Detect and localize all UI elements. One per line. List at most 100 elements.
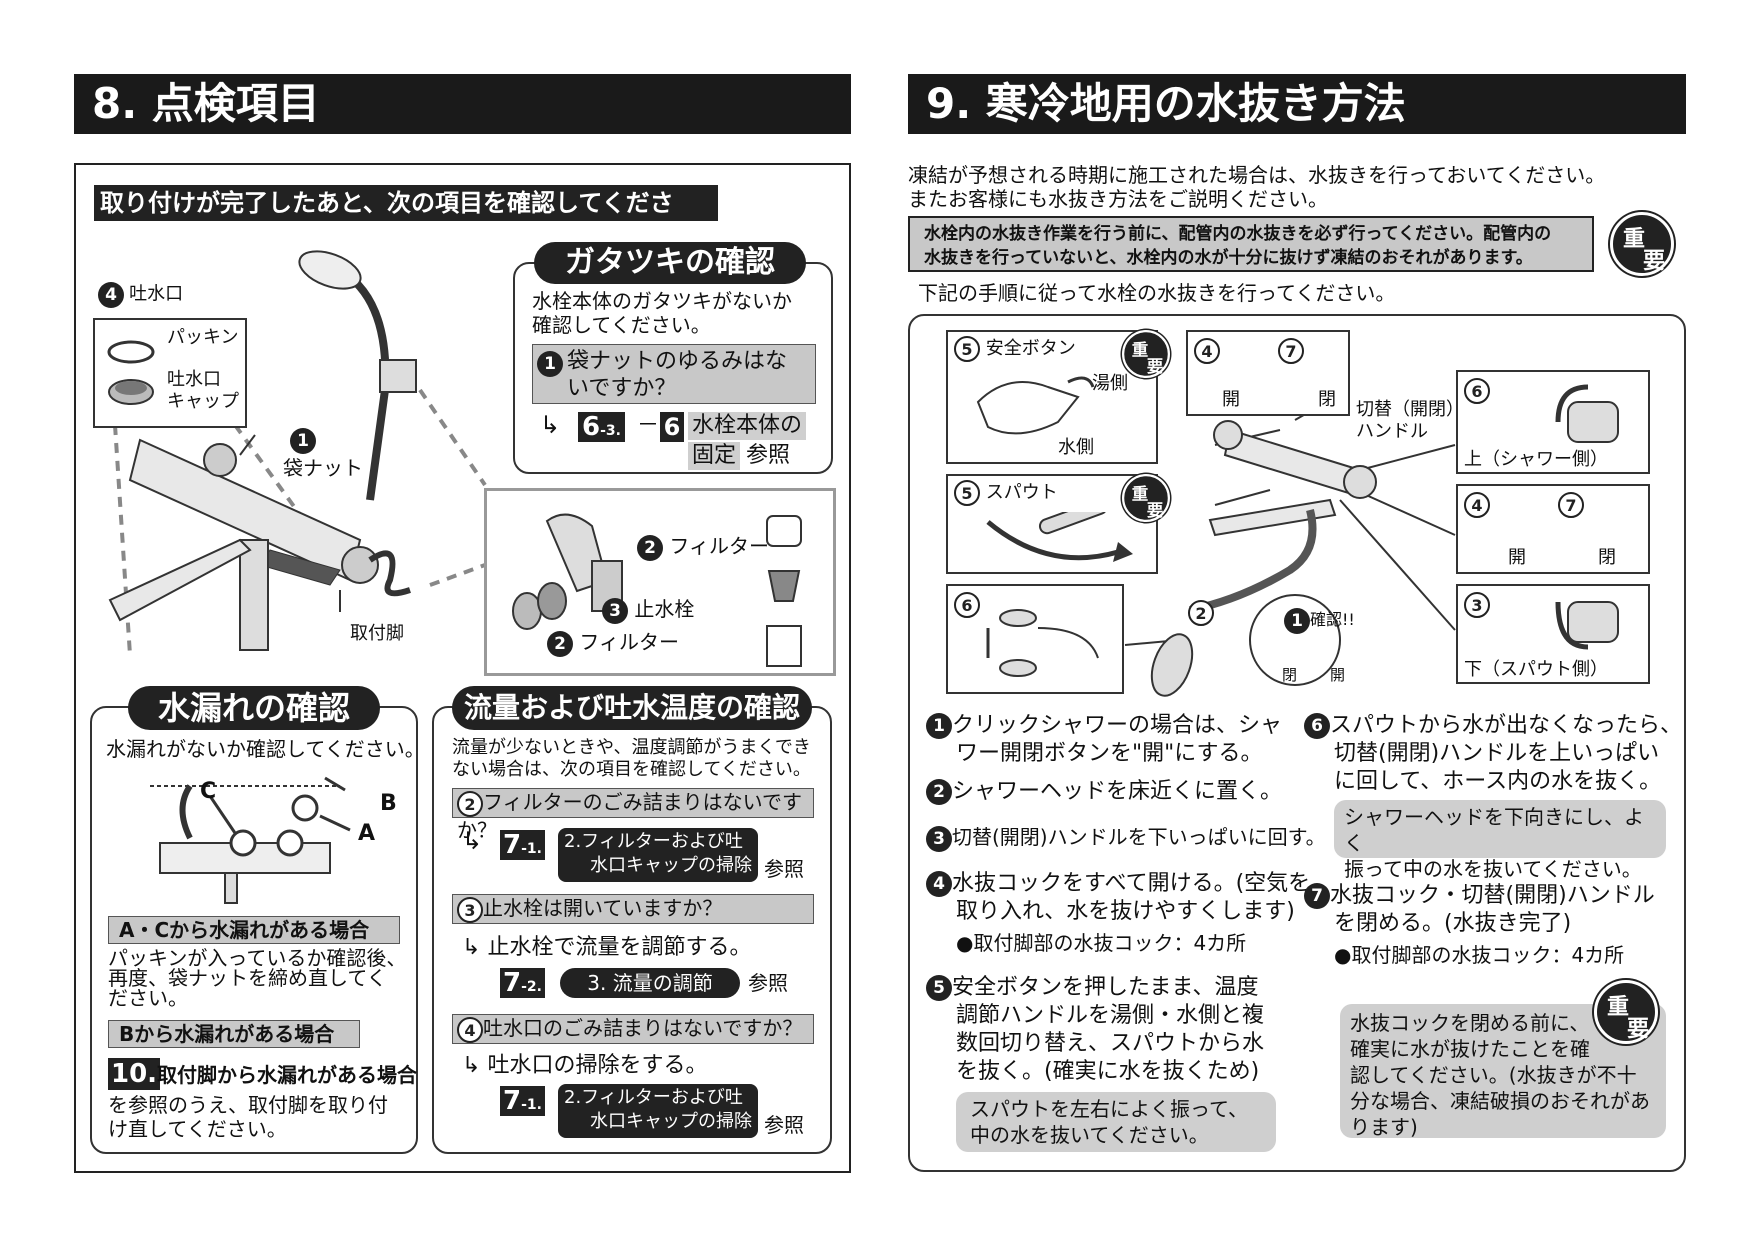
switch-label-1: 切替（開閉） bbox=[1356, 399, 1464, 420]
leg-label: 取付脚 bbox=[350, 623, 404, 644]
spout-label: スパウト bbox=[985, 482, 1058, 503]
leak-case-3-text-1: を参照のうえ、取付脚を取り付 bbox=[108, 1093, 388, 1117]
flow-title: 流量および吐水温度の確認 bbox=[452, 686, 812, 730]
nut-num-badge: 1 bbox=[290, 428, 316, 454]
filter-illustration bbox=[512, 513, 802, 667]
num-3-badge: 3 bbox=[1464, 592, 1490, 618]
handle-down-panel: 3 下（スパウト側） bbox=[1456, 584, 1650, 684]
leak-case-1-text-1: パッキンが入っているか確認後、 bbox=[108, 946, 407, 970]
open-label: 開 bbox=[1330, 666, 1346, 684]
step-4-note: ●取付脚部の水抜コック：4カ所 bbox=[956, 931, 1247, 955]
gatatsuki-question: 1 袋ナットのゆるみはな いですか？ bbox=[532, 344, 816, 404]
num-2-badge: 2 bbox=[1188, 600, 1214, 626]
num-1-badge: 1 bbox=[537, 351, 563, 377]
hand-icon bbox=[976, 376, 1095, 435]
drain-intro-1: 凍結が予想される時期に施工された場合は、水抜きを行っておいてください。 bbox=[908, 163, 1606, 187]
spout-label: 吐水口 bbox=[129, 283, 184, 305]
important-badge: 重要 bbox=[1610, 212, 1674, 276]
num-4-badge: 4 bbox=[98, 282, 124, 308]
flow-q3-see: 参照 bbox=[764, 1113, 804, 1137]
section-8-title: 8. 点検項目 bbox=[74, 74, 851, 134]
step-7-line-2: を閉める。(水抜き完了) bbox=[1334, 911, 1572, 936]
safety-label: 安全ボタン bbox=[985, 338, 1076, 359]
section-9-title: 9. 寒冷地用の水抜き方法 bbox=[908, 74, 1686, 134]
handle-down-icon bbox=[1555, 601, 1619, 650]
cold-label: 水側 bbox=[1058, 437, 1094, 458]
num-5-badge: 5 bbox=[954, 336, 980, 362]
ref-7-2: 7-2. bbox=[500, 968, 545, 998]
down-label: 下（スパウト側） bbox=[1464, 659, 1608, 680]
open-label: 開 bbox=[1508, 547, 1526, 568]
packing-label: パッキン bbox=[167, 327, 239, 348]
step-5-line-3: 数回切り替え、スパウトから水 bbox=[956, 1031, 1265, 1056]
leak-label-b: B bbox=[380, 791, 397, 816]
step-6-line-3: に回して、ホース内の水を抜く。 bbox=[1334, 769, 1662, 794]
ref-6-text-1: 水栓本体の bbox=[688, 412, 807, 440]
close-label: 閉 bbox=[1282, 666, 1298, 684]
flow-q2-see: 参照 bbox=[748, 971, 788, 995]
num-4-badge: 4 bbox=[1464, 492, 1490, 518]
important-badge: 重要 bbox=[1594, 980, 1658, 1044]
close-label: 閉 bbox=[1598, 547, 1616, 568]
drain-intro-2: またお客様にも水抜き方法をご説明ください。 bbox=[908, 187, 1328, 211]
flow-q2-action: ↳ 止水栓で流量を調節する。 bbox=[462, 935, 752, 960]
up-label: 上（シャワー側） bbox=[1464, 449, 1608, 470]
step-6-tip: シャワーヘッドを下向きにし、よく振って中の水を抜いてください。 bbox=[1334, 800, 1666, 881]
leak-case-1: A・Cから水漏れがある場合 bbox=[108, 916, 400, 944]
flow-text-2: ない場合は、次の項目を確認してください。 bbox=[452, 759, 811, 780]
ref-7-1-text: 2.フィルターおよび吐水口キャップの掃除 bbox=[558, 828, 758, 882]
num-4-badge: 4 bbox=[1194, 338, 1220, 364]
gatatsuki-text-1: 水栓本体のガタツキがないか bbox=[532, 289, 792, 313]
filter-bottom-label: 2 フィルター bbox=[547, 629, 679, 657]
gatatsuki-title: ガタツキの確認 bbox=[534, 242, 806, 284]
ref-6-text-2: 固定 bbox=[688, 442, 741, 470]
flow-q1-see: 参照 bbox=[764, 857, 804, 881]
num-5-badge: 5 bbox=[954, 480, 980, 506]
num-7-badge: 7 bbox=[1278, 338, 1304, 364]
ref-dash: － bbox=[637, 413, 660, 438]
drain-diagram bbox=[1124, 399, 1456, 697]
ref-7-1b-text: 2.フィルターおよび吐水口キャップの掃除 bbox=[558, 1084, 758, 1138]
shower-shake-panel: 6 bbox=[946, 584, 1124, 694]
cap-label-2: キャップ bbox=[167, 391, 239, 412]
cock-panel: 4 7 開 閉 bbox=[1456, 484, 1650, 574]
flow-text-1: 流量が少ないときや、温度調節がうまくでき bbox=[452, 737, 811, 758]
ref-6-3: 6-3. bbox=[578, 412, 625, 442]
faucet-illustration bbox=[108, 250, 487, 656]
leak-case-1-text-2: 再度、袋ナットを締め直してく bbox=[108, 966, 387, 990]
inspection-intro: 取り付けが完了したあと、次の項目を確認してください。 bbox=[94, 185, 718, 253]
num-2-badge: 2 bbox=[637, 534, 663, 561]
arrow-icon: ↳ bbox=[462, 827, 483, 855]
spout-parts-box: パッキン 吐水口 キャップ bbox=[93, 318, 247, 428]
close-label: 閉 bbox=[1318, 389, 1336, 410]
leak-title: 水漏れの確認 bbox=[128, 686, 380, 730]
step-4-line-2: 取り入れ、水を抜けやすくします) bbox=[956, 899, 1295, 924]
num-3-badge: 3 bbox=[602, 597, 628, 624]
ref-7-2-text: 3. 流量の調節 bbox=[560, 968, 740, 998]
packing-and-cap-icon bbox=[107, 340, 155, 405]
gatatsuki-text-2: 確認してください。 bbox=[532, 313, 711, 337]
leak-case-1-text-3: ださい。 bbox=[108, 986, 188, 1010]
step-5-line-4: を抜く。(確実に水を抜くため) bbox=[956, 1059, 1260, 1084]
step-7-note: ●取付脚部の水抜コック：4カ所 bbox=[1334, 943, 1625, 967]
step-5-tip: スパウトを左右によく振って、中の水を抜いてください。 bbox=[956, 1092, 1276, 1152]
ref-6: 6 bbox=[660, 412, 684, 442]
ref-see: 参照 bbox=[746, 443, 791, 468]
leak-case-3-text-2: け直してください。 bbox=[108, 1117, 287, 1141]
arrow-icon: ↳ bbox=[540, 411, 561, 439]
important-badge: 重要 bbox=[1122, 330, 1170, 378]
stopcock-label: 3 止水栓 bbox=[602, 596, 694, 624]
leak-case-3: 取付脚から水漏れがある場合 bbox=[157, 1063, 417, 1087]
hot-label: 湯側 bbox=[1092, 373, 1128, 394]
num-7-badge: 7 bbox=[1558, 492, 1584, 518]
safety-button-panel: 5 安全ボタン 湯側 水側 bbox=[946, 330, 1158, 464]
